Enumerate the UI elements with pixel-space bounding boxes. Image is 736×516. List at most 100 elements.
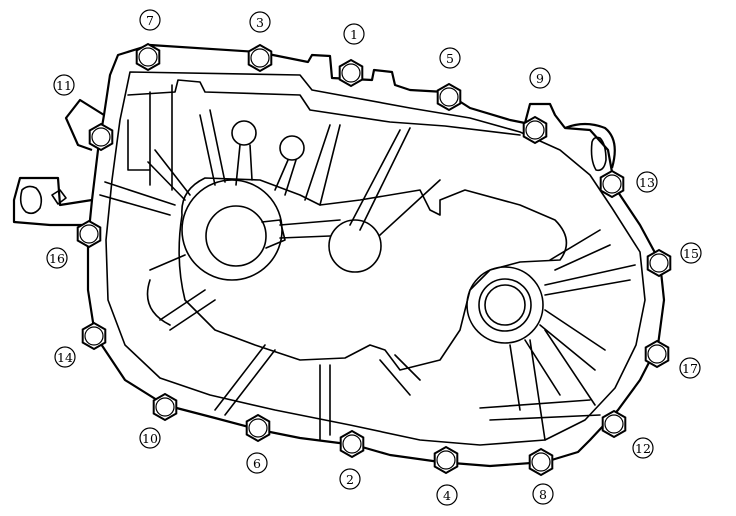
callout-label: 3 <box>256 15 264 30</box>
callout-circle <box>636 171 658 193</box>
callout-4: 4 <box>436 484 458 506</box>
bolt-washer-11 <box>91 127 111 147</box>
bolts <box>76 42 672 477</box>
rib-vertical-b <box>127 119 151 171</box>
bolt-12 <box>601 409 627 439</box>
callout-label: 15 <box>683 246 699 261</box>
callout-circle <box>532 483 554 505</box>
radial-ribs-right <box>509 229 636 441</box>
callout-12: 12 <box>632 437 654 459</box>
upper-boss-a <box>231 120 257 146</box>
callout-circle <box>679 357 701 379</box>
bolt-3 <box>247 43 273 73</box>
bolt-2 <box>339 429 365 459</box>
right-ear-slot <box>590 136 607 172</box>
bolt-washer-8 <box>531 452 551 472</box>
callout-label: 13 <box>639 175 655 190</box>
callout-circle <box>436 484 458 506</box>
callout-7: 7 <box>139 9 161 31</box>
right-ear <box>564 122 616 169</box>
callout-label: 10 <box>142 431 158 446</box>
callout-label: 12 <box>635 441 651 456</box>
callout-label: 16 <box>49 251 65 266</box>
callout-13: 13 <box>636 171 658 193</box>
bolt-washer-3 <box>250 48 270 68</box>
bolt-washer-14 <box>84 326 104 346</box>
bolt-washer-15 <box>649 253 669 273</box>
callout-circle <box>529 67 551 89</box>
callout-circle <box>343 23 365 45</box>
center-bore <box>328 219 382 273</box>
bolt-washer-5 <box>439 87 459 107</box>
callout-label: 8 <box>539 487 547 502</box>
upper-right-ribs <box>304 124 441 236</box>
bolt-washer-13 <box>602 174 622 194</box>
right-bearing-inner <box>484 284 526 326</box>
callout-circle <box>246 452 268 474</box>
bolt-15 <box>646 248 672 278</box>
callout-circle <box>439 47 461 69</box>
bolt-washer-2 <box>342 434 362 454</box>
callout-11: 11 <box>53 74 75 96</box>
bolt-washer-6 <box>248 418 268 438</box>
callout-1: 1 <box>343 23 365 45</box>
callout-15: 15 <box>680 242 702 264</box>
callout-circle <box>139 9 161 31</box>
boss-stem-a <box>235 144 253 186</box>
right-bearing-outer <box>466 266 544 344</box>
bolt-1 <box>338 58 364 88</box>
left-flange <box>12 98 105 227</box>
callout-9: 9 <box>529 67 551 89</box>
boss-stem-b <box>274 159 297 196</box>
bolt-17 <box>644 339 670 369</box>
left-slot <box>19 185 43 215</box>
bolt-13 <box>599 169 625 199</box>
callout-label: 6 <box>253 456 261 471</box>
left-bearing-inner <box>205 205 267 267</box>
callout-2: 2 <box>339 468 361 490</box>
lower-ribs <box>146 279 421 441</box>
callout-label: 2 <box>346 472 354 487</box>
bridge-web <box>279 219 341 239</box>
bolt-16 <box>76 219 102 249</box>
bolt-washer-17 <box>647 344 667 364</box>
bolt-8 <box>528 447 554 477</box>
callout-circle <box>53 74 75 96</box>
upper-rib <box>127 79 521 136</box>
callout-label: 17 <box>682 361 698 376</box>
right-bearing-mid <box>478 278 532 332</box>
bolt-5 <box>436 82 462 112</box>
callout-3: 3 <box>249 11 271 33</box>
bolt-10 <box>152 392 178 422</box>
callout-5: 5 <box>439 47 461 69</box>
bolt-9 <box>522 115 548 145</box>
left-square <box>51 189 67 205</box>
callout-circle <box>46 247 68 269</box>
bolt-6 <box>245 413 271 443</box>
inner-flange <box>105 71 646 446</box>
callout-10: 10 <box>139 427 161 449</box>
right-lower-rib <box>479 399 601 421</box>
left-bearing-notch <box>261 219 286 249</box>
callout-circle <box>139 427 161 449</box>
bolt-washer-7 <box>138 47 158 67</box>
radial-ribs-left <box>99 109 226 331</box>
bolt-washer-12 <box>604 414 624 434</box>
callout-label: 5 <box>446 51 454 66</box>
callout-16: 16 <box>46 247 68 269</box>
bolt-7 <box>135 42 161 72</box>
callout-circle <box>632 437 654 459</box>
callout-label: 4 <box>443 488 451 503</box>
callout-circle <box>249 11 271 33</box>
bolt-11 <box>88 122 114 152</box>
callout-14: 14 <box>54 346 76 368</box>
callout-8: 8 <box>532 483 554 505</box>
bolt-14 <box>81 321 107 351</box>
callout-label: 11 <box>56 78 72 93</box>
callout-circle <box>54 346 76 368</box>
bolt-washer-9 <box>525 120 545 140</box>
callout-circle <box>680 242 702 264</box>
bolt-washer-1 <box>341 63 361 83</box>
callout-label: 7 <box>146 13 154 28</box>
